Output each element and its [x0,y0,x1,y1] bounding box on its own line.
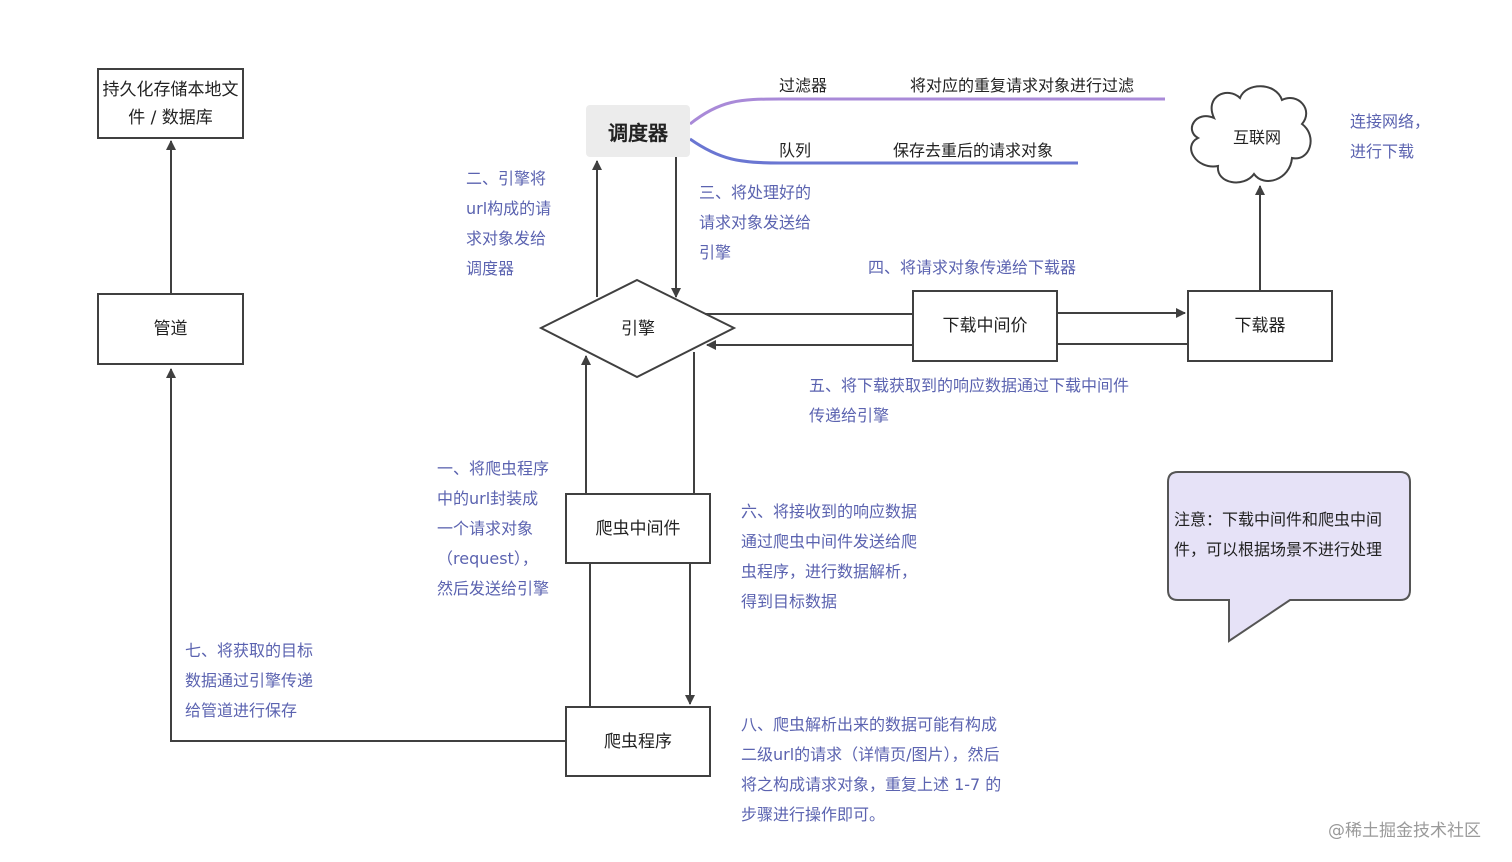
queue-branch-line [689,137,1078,165]
engine-diamond [538,278,737,379]
step-7-label: 七、将获取的目标 数据通过引擎传递 给管道进行保存 [185,641,314,720]
engine-label: 引擎 [621,319,655,339]
note-callout-bubble [1167,471,1411,643]
storage-box: 持久化存储本地文 件 / 数据库 [97,68,244,139]
note-callout-text: 注意：下载中间件和爬虫中间 件，可以根据场景不进行处理 [1174,510,1383,559]
step-5-label: 五、将下载获取到的响应数据通过下载中间件 传递给引擎 [809,376,1130,425]
spider-box: 爬虫程序 [565,706,711,777]
step-2-label: 二、引擎将 url构成的请 求对象发给 调度器 [466,169,552,278]
filter-description: 将对应的重复请求对象进行过滤 [910,76,1135,95]
pipeline-box: 管道 [97,293,244,365]
downloader-middleware-box: 下载中间价 [912,290,1058,362]
internet-cloud-icon [1190,85,1312,184]
filter-title: 过滤器 [779,76,828,95]
queue-title: 队列 [779,141,812,160]
watermark-text: @稀土掘金技术社区 [1328,821,1481,841]
internet-label: 互联网 [1232,128,1281,147]
step-1-label: 一、将爬虫程序 中的url封装成 一个请求对象 （request）， 然后发送给… [437,459,550,598]
filter-branch-line [689,97,1165,126]
queue-description: 保存去重后的请求对象 [893,141,1054,160]
step-4-label: 四、将请求对象传递给下载器 [868,258,1077,277]
downloader-box: 下载器 [1187,290,1333,362]
step-3-label: 三、将处理好的 请求对象发送给 引擎 [699,183,812,262]
step-6-label: 六、将接收到的响应数据 通过爬虫中间件发送给爬 虫程序，进行数据解析， 得到目标… [741,502,918,611]
internet-note-label: 连接网络， 进行下载 [1350,112,1431,161]
spider-middleware-box: 爬虫中间件 [565,493,711,564]
step-8-label: 八、爬虫解析出来的数据可能有构成 二级url的请求（详情页/图片），然后 将之构… [741,715,1002,824]
scheduler-box: 调度器 [586,105,690,157]
arrow-spider-to-pipeline [166,368,566,742]
